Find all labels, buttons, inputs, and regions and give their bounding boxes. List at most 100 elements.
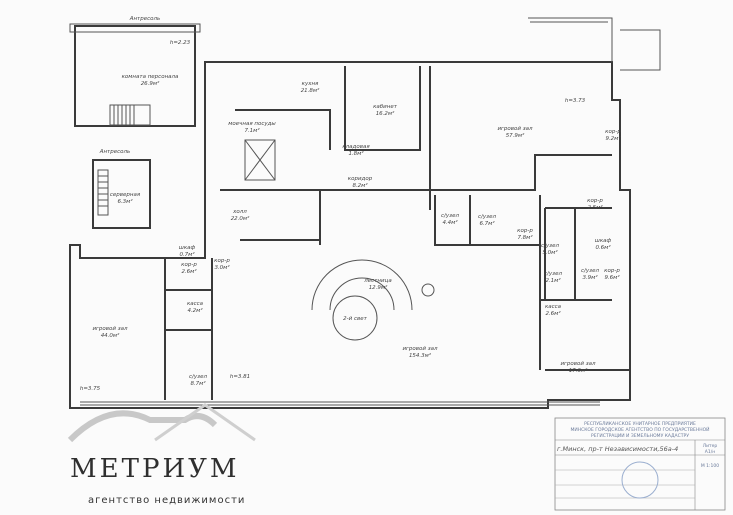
room-name: кор-р bbox=[214, 258, 230, 264]
room-name: игровой зал bbox=[560, 361, 596, 367]
mezzanine-server-room bbox=[92, 159, 151, 229]
room-area: 2.6м² bbox=[545, 310, 561, 317]
room-area: 9.6м² bbox=[604, 274, 620, 281]
room-name: кор-р bbox=[181, 262, 197, 268]
room-area: 5.0м² bbox=[542, 249, 558, 256]
room-area: 21.8м² bbox=[301, 87, 320, 94]
metrium-logo: МЕТРИУМ агентство недвижимости bbox=[67, 403, 256, 506]
room-area: 26.9м² bbox=[141, 80, 160, 87]
room-name: игровой зал bbox=[92, 326, 128, 332]
registration-stamp: РЕСПУБЛИКАНСКОЕ УНИТАРНОЕ ПРЕДПРИЯТИЕ МИ… bbox=[554, 417, 726, 511]
room-name: касса bbox=[187, 301, 204, 307]
room-name: кухня bbox=[302, 81, 319, 87]
mezzanine-staff-room bbox=[69, 23, 201, 127]
spiral-staircase bbox=[311, 259, 435, 341]
room-name: шкаф bbox=[595, 238, 612, 244]
height-label: h=3.75 bbox=[80, 386, 101, 392]
room-name: игровой зал bbox=[497, 126, 533, 132]
room-area: 7.8м² bbox=[517, 234, 533, 241]
room-name: холл bbox=[232, 209, 247, 215]
room-label: кор-р2.5м² bbox=[587, 198, 603, 211]
room-area: 0.7м² bbox=[179, 251, 195, 258]
room-name: касса bbox=[545, 304, 562, 310]
room-name: с/узел bbox=[441, 213, 459, 219]
room-area: 12.9м² bbox=[369, 284, 388, 291]
room-name: с/узел bbox=[544, 271, 562, 277]
room-name: игровой зал bbox=[402, 346, 438, 352]
room-area: 3.0м² bbox=[214, 264, 230, 271]
room-area: 2.1м² bbox=[545, 277, 561, 284]
room-label: кор-р2.6м² bbox=[181, 262, 197, 275]
main-floor-walls bbox=[69, 17, 661, 409]
room-area: 4.2м² bbox=[187, 307, 203, 314]
room-name: комната персонала bbox=[122, 74, 179, 80]
stamp-org-line: РЕСПУБЛИКАНСКОЕ УНИТАРНОЕ ПРЕДПРИЯТИЕ bbox=[584, 421, 696, 427]
logo-name: МЕТРИУМ bbox=[70, 454, 240, 484]
second-light-label: 2-й свет bbox=[343, 316, 367, 322]
height-label: h=2.23 bbox=[170, 40, 191, 46]
room-area: 4.4м² bbox=[442, 219, 458, 226]
room-name: с/узел bbox=[189, 374, 207, 380]
room-name: кладовая bbox=[342, 144, 370, 150]
room-area: 44.0м² bbox=[101, 332, 120, 339]
room-area: 3.9м² bbox=[582, 274, 598, 281]
room-name: шкаф bbox=[179, 245, 196, 251]
height-label: h=3.81 bbox=[230, 374, 250, 380]
mezzanine-label: Антресоль bbox=[129, 16, 161, 22]
room-name: лестница bbox=[363, 278, 392, 284]
room-area: 8.2м² bbox=[352, 182, 368, 189]
room-name: с/узел bbox=[581, 268, 599, 274]
room-area: 16.2м² bbox=[376, 110, 395, 117]
room-area: 9.2м² bbox=[605, 135, 621, 142]
logo-tagline: агентство недвижимости bbox=[88, 495, 245, 506]
stamp-org-line: МИНСКОЕ ГОРОДСКОЕ АГЕНТСТВО ПО ГОСУДАРСТ… bbox=[570, 426, 709, 433]
room-area: 6.7м² bbox=[479, 220, 495, 227]
room-name: моечная посуды bbox=[228, 121, 276, 127]
room-label: кор-р7.8м² bbox=[517, 228, 533, 241]
room-area: 2.5м² bbox=[587, 204, 603, 211]
room-area: 6.3м² bbox=[117, 198, 133, 205]
stamp-liter-label: Литер bbox=[703, 443, 718, 449]
height-label: h=3.73 bbox=[565, 98, 586, 104]
room-area: 22.0м² bbox=[231, 215, 250, 222]
room-name: коридор bbox=[348, 176, 373, 182]
room-name: кор-р bbox=[517, 228, 533, 234]
stamp-org-line: РЕГИСТРАЦИИ И ЗЕМЕЛЬНОМУ КАДАСТРУ bbox=[591, 433, 689, 439]
room-label: кор-р3.0м² bbox=[214, 258, 230, 271]
room-name: кабинет bbox=[373, 104, 398, 110]
room-label: кор-р9.2м² bbox=[605, 129, 621, 142]
room-name: кор-р bbox=[605, 129, 621, 135]
room-area: 17.6м² bbox=[569, 367, 588, 374]
room-name: с/узел bbox=[541, 243, 559, 249]
room-name: кор-р bbox=[587, 198, 603, 204]
room-label: кор-р9.6м² bbox=[604, 268, 620, 281]
room-area: 57.9м² bbox=[506, 132, 525, 139]
room-area: 2.6м² bbox=[181, 268, 197, 275]
room-area: 154.3м² bbox=[409, 352, 432, 359]
room-name: серверная bbox=[110, 192, 141, 198]
stamp-address: г.Минск, пр-т Независимости,56а-4 bbox=[557, 445, 678, 453]
room-name: с/узел bbox=[478, 214, 496, 220]
